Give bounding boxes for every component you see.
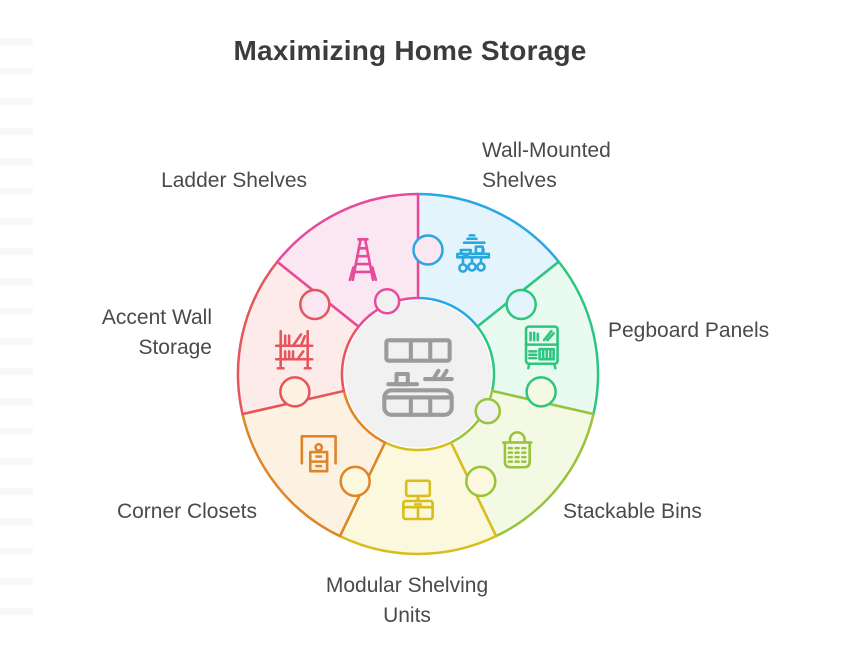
label-ladder-shelves: Ladder Shelves	[161, 169, 307, 192]
puzzle-knob	[412, 234, 444, 266]
puzzle-knob	[465, 465, 497, 498]
puzzle-knob	[299, 288, 331, 321]
label-pegboard-panels: Pegboard Panels	[608, 319, 770, 342]
label-corner-closets: Corner Closets	[116, 500, 257, 523]
center-hub	[344, 300, 492, 448]
label-wall-mounted-shelves: Wall-Mounted Shelves	[482, 139, 611, 192]
puzzle-knob	[279, 376, 311, 408]
label-stackable-bins: Stackable Bins	[563, 500, 702, 523]
puzzle-knob	[505, 288, 537, 321]
segment-wall-mounted-shelves	[416, 192, 560, 328]
segment-corner-closets	[241, 389, 387, 538]
puzzle-knob	[525, 376, 557, 408]
center-hub-tab	[373, 288, 401, 315]
center-hub-tab	[474, 397, 502, 425]
label-modular-shelving-units: Modular Shelving Units	[325, 574, 489, 627]
page-title: Maximizing Home Storage	[233, 35, 587, 66]
label-accent-wall-storage: Accent Wall Storage	[101, 306, 212, 359]
puzzle-knob	[339, 465, 371, 498]
left-edge-watermark-artifact	[0, 38, 33, 628]
